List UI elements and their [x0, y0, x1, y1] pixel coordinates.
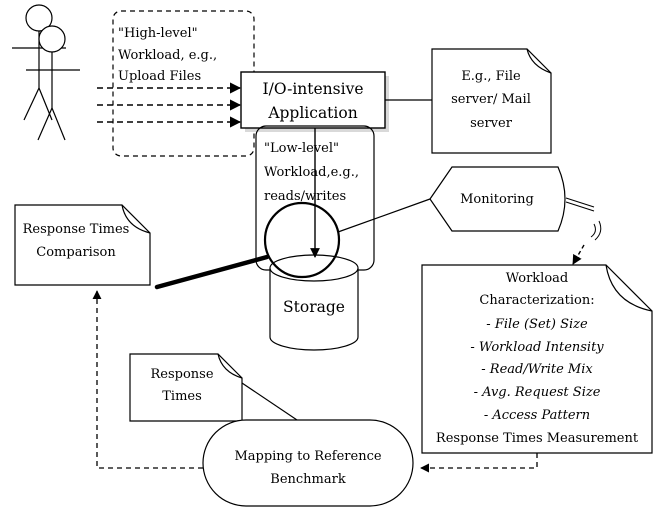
characterization-item: - Avg. Request Size: [474, 385, 601, 400]
low-level-workload-line-1: "Low-level": [264, 141, 339, 156]
workload-arrows: [97, 82, 242, 128]
high-level-workload-line-2: Workload, e.g.,: [118, 48, 217, 63]
application-line-2: Application: [267, 104, 357, 122]
signal-wave-icon: [565, 197, 602, 241]
comparison-note-line-1: Response Times: [23, 222, 130, 237]
magnifier-monitoring-connector: [337, 198, 431, 233]
response-times-line-1: Response: [150, 367, 213, 382]
characterization-item: - Access Pattern: [484, 408, 590, 423]
response-times-note: Response Times: [129, 353, 243, 422]
characterization-note: Workload Characterization: - File (Set) …: [421, 264, 653, 454]
example-note-line-1: E.g., File: [461, 69, 521, 84]
characterization-item: - Workload Intensity: [470, 340, 604, 355]
monitoring-label: Monitoring: [460, 192, 534, 207]
user-figures-icon: [12, 4, 80, 141]
mapping-line-2: Benchmark: [270, 472, 346, 487]
application-box: I/O-intensive Application: [240, 71, 389, 132]
response-times-line-2: Times: [162, 389, 202, 404]
characterization-item: - Read/Write Mix: [481, 362, 593, 377]
comparison-note: Response Times Comparison: [14, 204, 151, 286]
high-level-workload-line-1: "High-level": [118, 26, 198, 41]
characterization-title-2: Characterization:: [479, 293, 594, 308]
monitoring-display: Monitoring: [429, 166, 566, 232]
example-note-line-3: server: [470, 116, 513, 131]
characterization-mapping-arrow: [420, 453, 538, 473]
mapping-line-1: Mapping to Reference: [234, 449, 381, 464]
monitoring-characterization-arrow: [572, 244, 585, 265]
characterization-title-1: Workload: [506, 271, 568, 286]
high-level-workload-line-3: Upload Files: [118, 69, 201, 84]
high-level-workload-box: "High-level" Workload, e.g., Upload File…: [112, 10, 255, 157]
example-note-line-2: server/ Mail: [451, 92, 531, 107]
characterization-item: - File (Set) Size: [486, 317, 588, 332]
characterization-footer: Response Times Measurement: [436, 431, 639, 446]
storage-label: Storage: [283, 298, 345, 316]
mapping-benchmark: Mapping to Reference Benchmark: [202, 419, 414, 507]
low-level-workload-line-2: Workload,e.g.,: [264, 165, 359, 180]
comparison-note-line-2: Comparison: [36, 245, 116, 260]
low-level-workload-line-3: reads/writes: [264, 189, 346, 204]
application-line-1: I/O-intensive: [262, 80, 363, 98]
magnifier-icon: [154, 201, 341, 290]
example-note: E.g., File server/ Mail server: [431, 48, 552, 154]
storage-cylinder: Storage: [269, 254, 359, 351]
response-times-mapping-connector: [241, 382, 301, 423]
